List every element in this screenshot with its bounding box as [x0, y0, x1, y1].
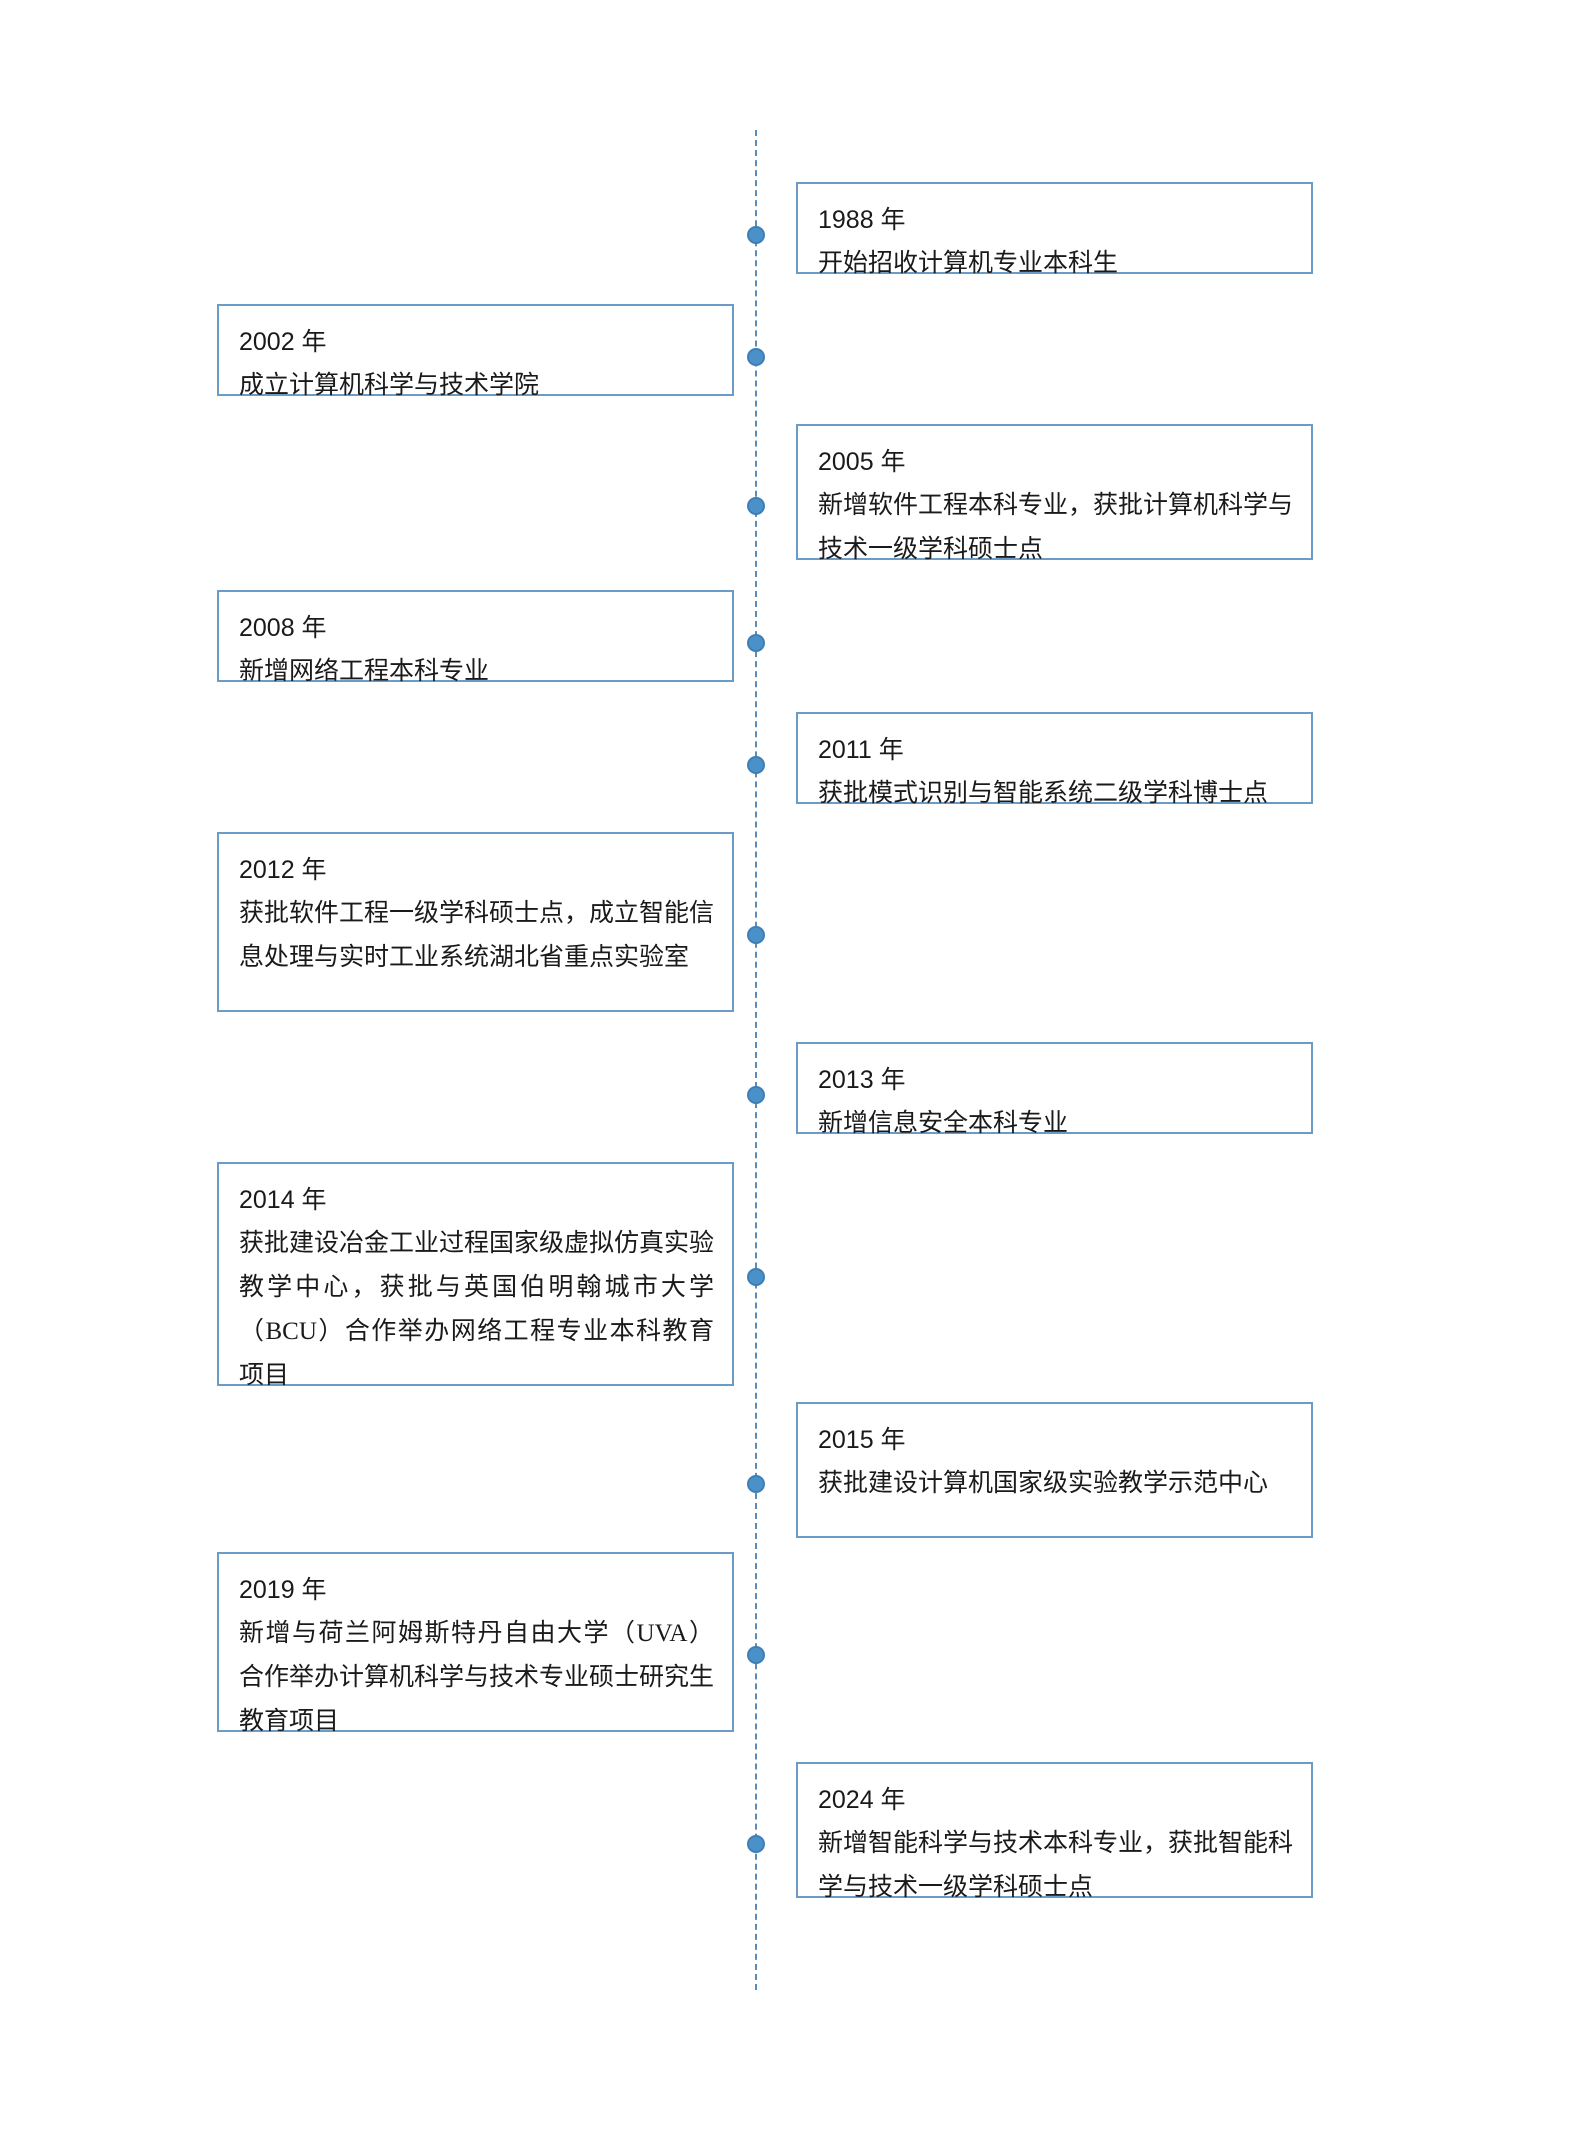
timeline-node-dot	[747, 1268, 765, 1286]
event-description: 获批模式识别与智能系统二级学科博士点	[818, 780, 1269, 807]
event-description: 获批建设计算机国家级实验教学示范中心	[818, 1470, 1269, 1497]
timeline-node-dot	[747, 348, 765, 366]
timeline-event-box: 2013 年新增信息安全本科专业	[796, 1042, 1313, 1137]
event-description: 新增软件工程本科专业，获批计算机科学与技术一级学科硕士点	[818, 492, 1294, 563]
event-year-label: 2012 年	[239, 856, 327, 884]
timeline-node-dot	[747, 926, 765, 944]
timeline-node-dot	[747, 226, 765, 244]
timeline-node-dot	[747, 1086, 765, 1104]
event-year-label: 2008 年	[239, 614, 327, 642]
timeline-node-dot	[747, 1835, 765, 1853]
timeline-node-dot	[747, 634, 765, 652]
timeline-event-box: 2014 年获批建设冶金工业过程国家级虚拟仿真实验教学中心，获批与英国伯明翰城市…	[217, 1162, 734, 1389]
event-year-label: 2019 年	[239, 1576, 327, 1604]
event-description: 新增信息安全本科专业	[818, 1110, 1069, 1137]
event-description: 获批建设冶金工业过程国家级虚拟仿真实验教学中心，获批与英国伯明翰城市大学（BCU…	[239, 1230, 715, 1389]
event-year-label: 1988 年	[818, 206, 906, 234]
timeline-axis	[755, 130, 757, 1990]
event-year-label: 2013 年	[818, 1066, 906, 1094]
event-year-label: 2011 年	[818, 736, 904, 764]
timeline-event-box: 1988 年开始招收计算机专业本科生	[796, 182, 1313, 277]
timeline-event-box: 2011 年获批模式识别与智能系统二级学科博士点	[796, 712, 1313, 807]
timeline-event-box: 2008 年新增网络工程本科专业	[217, 590, 734, 685]
timeline-event-box: 2012 年获批软件工程一级学科硕士点，成立智能信息处理与实时工业系统湖北省重点…	[217, 832, 734, 1012]
event-description: 开始招收计算机专业本科生	[818, 250, 1119, 277]
timeline-event-box: 2002 年成立计算机科学与技术学院	[217, 304, 734, 399]
event-year-label: 2015 年	[818, 1426, 906, 1454]
timeline-event-box: 2024 年新增智能科学与技术本科专业，获批智能科学与技术一级学科硕士点	[796, 1762, 1313, 1901]
event-description: 获批软件工程一级学科硕士点，成立智能信息处理与实时工业系统湖北省重点实验室	[239, 900, 715, 971]
timeline-node-dot	[747, 497, 765, 515]
timeline-node-dot	[747, 756, 765, 774]
event-year-label: 2005 年	[818, 448, 906, 476]
event-description: 新增网络工程本科专业	[239, 658, 490, 685]
timeline-event-box: 2005 年新增软件工程本科专业，获批计算机科学与技术一级学科硕士点	[796, 424, 1313, 563]
event-year-label: 2002 年	[239, 328, 327, 356]
timeline-node-dot	[747, 1646, 765, 1664]
event-description: 新增智能科学与技术本科专业，获批智能科学与技术一级学科硕士点	[818, 1830, 1294, 1901]
event-year-label: 2014 年	[239, 1186, 327, 1214]
timeline-event-box: 2015 年获批建设计算机国家级实验教学示范中心	[796, 1402, 1313, 1538]
timeline-node-dot	[747, 1475, 765, 1493]
event-year-label: 2024 年	[818, 1786, 906, 1814]
timeline-event-box: 2019 年新增与荷兰阿姆斯特丹自由大学（UVA）合作举办计算机科学与技术专业硕…	[217, 1552, 734, 1735]
event-description: 成立计算机科学与技术学院	[239, 372, 540, 399]
event-description: 新增与荷兰阿姆斯特丹自由大学（UVA）合作举办计算机科学与技术专业硕士研究生教育…	[239, 1620, 715, 1735]
